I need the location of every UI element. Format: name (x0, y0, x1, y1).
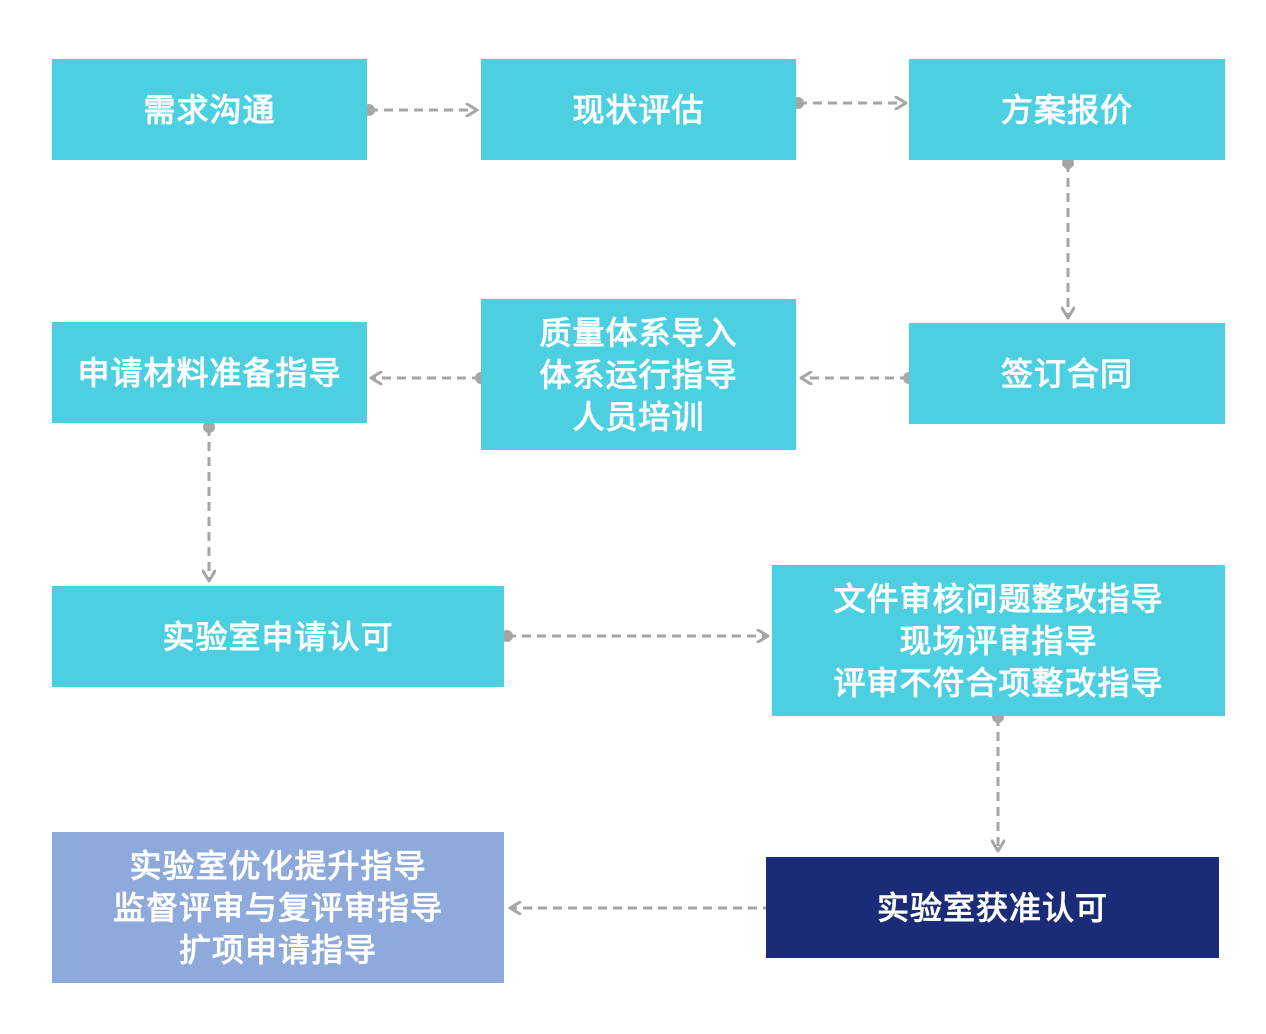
step-label-line-3: 评审不符合项整改指导 (833, 663, 1164, 702)
step-application-materials: 申请材料准备指导 (52, 322, 367, 423)
arrow-n9-to-n10 (510, 902, 778, 914)
arrow-n2-to-n3 (792, 97, 906, 109)
step-label: 需求沟通 (143, 90, 276, 129)
arrow-n8-to-n9 (992, 711, 1004, 851)
step-label: 申请材料准备指导 (77, 353, 342, 392)
step-lab-accreditation-application: 实验室申请认可 (52, 586, 504, 687)
step-status-assessment: 现状评估 (481, 59, 796, 160)
step-label: 现状评估 (572, 90, 705, 129)
step-sign-contract: 签订合同 (909, 323, 1225, 424)
step-requirement-communication: 需求沟通 (52, 59, 367, 160)
step-label: 方案报价 (1000, 90, 1133, 129)
step-label: 实验室获准认可 (876, 888, 1108, 927)
arrow-n6-to-n7 (203, 421, 215, 581)
step-post-accreditation: 实验室优化提升指导 监督评审与复评审指导 扩项申请指导 (52, 832, 504, 983)
arrow-n1-to-n2 (363, 104, 477, 116)
arrow-n4-to-n5 (801, 372, 915, 384)
step-label-line-2: 监督评审与复评审指导 (112, 888, 443, 927)
arrow-n5-to-n6 (371, 372, 487, 384)
step-label-line-1: 实验室优化提升指导 (129, 846, 427, 885)
step-lab-accredited: 实验室获准认可 (766, 857, 1219, 958)
step-label-line-1: 质量体系导入 (539, 313, 738, 352)
step-label: 实验室申请认可 (162, 617, 394, 656)
step-label-line-1: 文件审核问题整改指导 (833, 579, 1164, 618)
step-plan-quotation: 方案报价 (909, 59, 1225, 160)
step-quality-system: 质量体系导入 体系运行指导 人员培训 (481, 299, 796, 450)
step-review-guidance: 文件审核问题整改指导 现场评审指导 评审不符合项整改指导 (772, 565, 1225, 716)
step-label-line-3: 人员培训 (572, 397, 705, 436)
step-label-line-2: 现场评审指导 (899, 621, 1098, 660)
arrow-n3-to-n4 (1062, 157, 1074, 318)
step-label-line-2: 体系运行指导 (539, 355, 738, 394)
arrow-n7-to-n8 (501, 630, 768, 642)
step-label: 签订合同 (1000, 354, 1133, 393)
step-label-line-3: 扩项申请指导 (178, 930, 377, 969)
